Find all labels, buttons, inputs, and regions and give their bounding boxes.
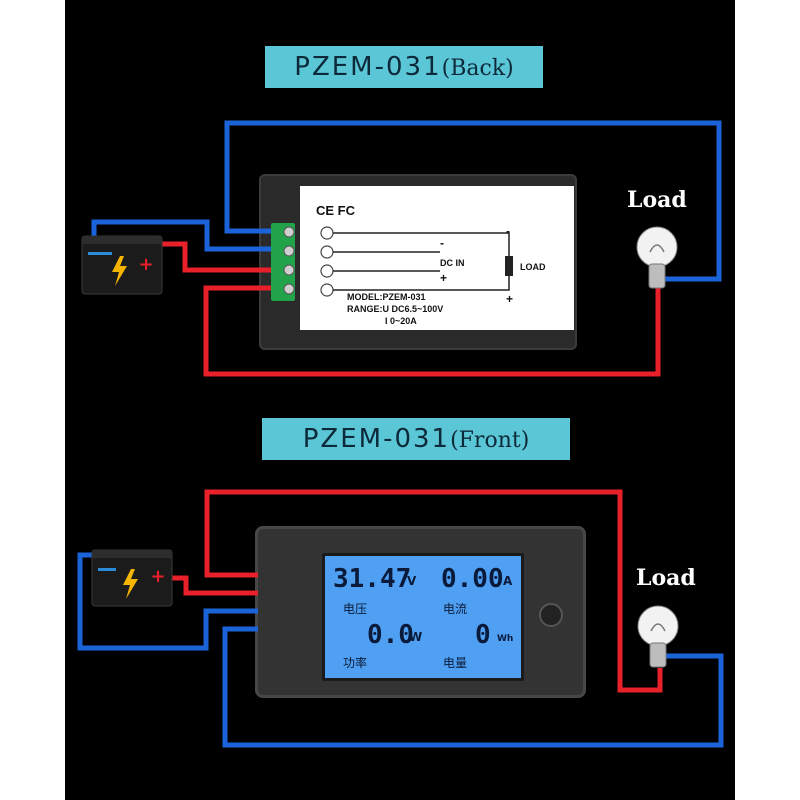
back-title-model: PZEM-031 <box>294 52 442 82</box>
reset-button[interactable] <box>539 603 563 627</box>
range-u-text: RANGE:U DC6.5~100V <box>347 304 444 314</box>
bulb-back-icon <box>636 226 678 289</box>
back-title-side: (Back) <box>441 56 514 81</box>
front-title: PZEM-031(Front) <box>262 418 570 460</box>
front-wire-blue-load <box>222 626 724 748</box>
label-lines <box>333 232 510 291</box>
energy-unit: Wh <box>497 634 514 644</box>
bulb-front-icon <box>637 605 679 668</box>
current-unit: A <box>503 574 513 588</box>
energy-reading: 0 <box>475 620 491 650</box>
front-wire-blue-battery <box>77 552 258 651</box>
battery-front-icon: + <box>91 549 173 607</box>
back-wire-blue-load <box>224 120 722 282</box>
voltage-label: 电压 <box>343 602 368 616</box>
back-wire-red-battery <box>148 241 283 273</box>
power-reading: 0.0 <box>367 620 414 650</box>
back-wire-red-load <box>203 285 661 377</box>
load-terminal-label: LOAD <box>520 262 546 272</box>
plus-mid: + <box>440 271 448 285</box>
minus-top: - <box>506 224 510 238</box>
back-meter-label <box>300 186 574 330</box>
front-title-model: PZEM-031 <box>302 424 451 454</box>
minus-mid: - <box>440 236 444 250</box>
terminal-screws <box>283 226 295 295</box>
svg-text:+: + <box>150 566 165 587</box>
front-wire-red-load <box>204 489 663 693</box>
svg-text:+: + <box>138 254 153 275</box>
cert-marks: CE FC <box>316 203 355 218</box>
front-title-side: (Front) <box>450 428 530 453</box>
current-reading: 0.00 <box>441 564 504 594</box>
power-unit: W <box>409 630 423 644</box>
dc-in-label: DC IN <box>440 258 465 268</box>
back-title: PZEM-031(Back) <box>265 46 543 88</box>
label-screws <box>320 226 334 297</box>
load-label-back: Load <box>627 187 687 213</box>
battery-back-icon: + <box>81 235 163 295</box>
energy-label: 电量 <box>443 656 468 670</box>
current-label: 电流 <box>443 602 468 616</box>
power-label: 功率 <box>343 656 368 670</box>
model-text: MODEL:PZEM-031 <box>347 292 426 302</box>
load-resistor <box>505 256 513 276</box>
load-label-front: Load <box>636 565 696 591</box>
lcd-display: 31.47 V 电压 0.00 A 电流 0.0 W 功率 0 Wh 电量 <box>322 553 524 681</box>
voltage-unit: V <box>407 574 417 588</box>
voltage-reading: 31.47 <box>333 564 412 594</box>
terminal-block <box>271 223 295 301</box>
back-wire-blue-battery <box>91 219 283 252</box>
range-i-text: I 0~20A <box>385 316 417 326</box>
plus-bottom: + <box>506 292 514 306</box>
